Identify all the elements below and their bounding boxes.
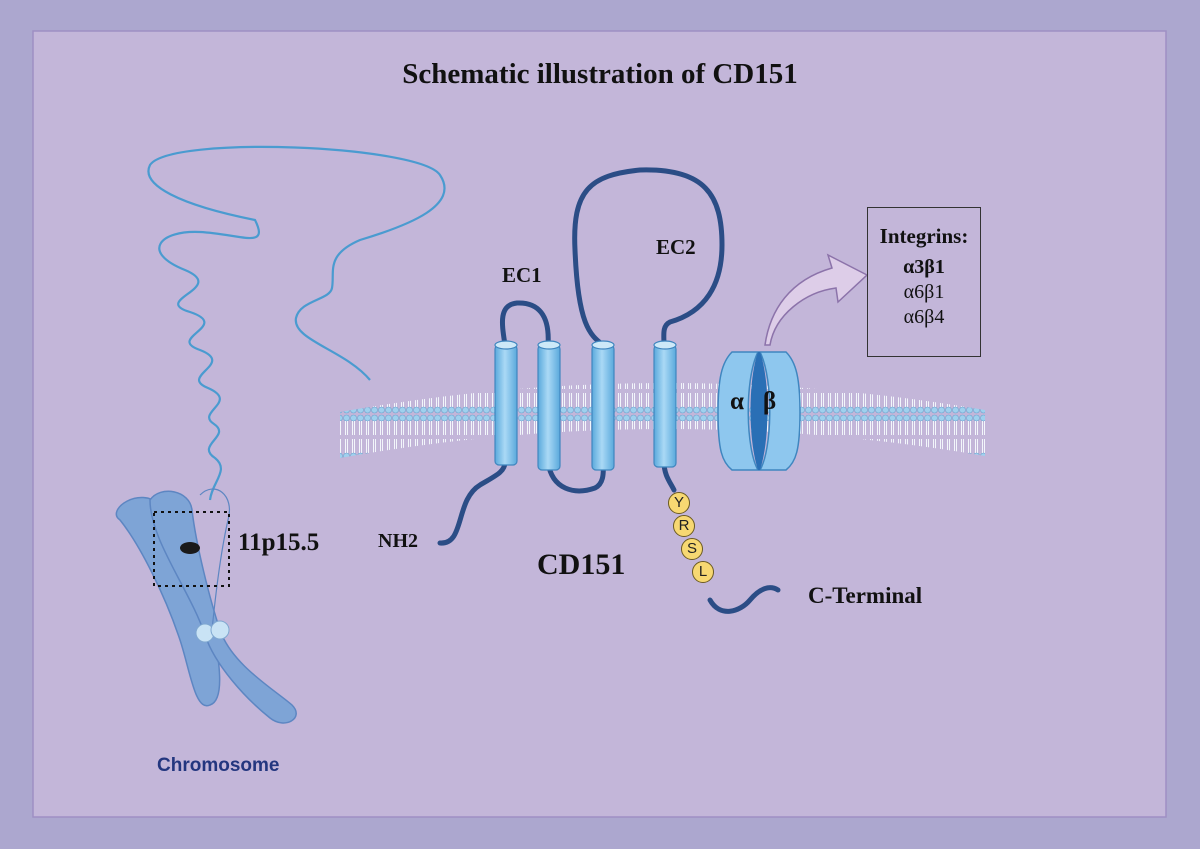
integrins-box: Integrins: α3β1 α6β1 α6β4 [867,207,981,357]
integrin-a6b1: α6β1 [903,281,945,303]
motif-residue-s: S [681,538,703,560]
integrin-a3b1: α3β1 [903,256,945,278]
integrin-a6b4: α6β4 [903,306,945,328]
dna-strand [147,145,446,501]
integrin-dimer [717,351,801,471]
diagram-title: Schematic illustration of CD151 [402,58,798,90]
motif-residue-y: Y [668,492,690,514]
c-terminal-tail [707,585,781,614]
motif-residue-l: L [692,561,714,583]
protein-name-label: CD151 [537,548,626,581]
c-terminus-label: C-Terminal [808,583,923,608]
transmembrane-helices [494,340,677,471]
beta-subunit-label: β [763,388,777,415]
motif-residue-r: R [673,515,695,537]
n-terminus-label: NH2 [378,530,418,552]
ec2-label: EC2 [656,235,696,259]
ec1-label: EC1 [502,263,542,287]
alpha-subunit-label: α [730,388,744,415]
integrins-heading: Integrins: [879,224,969,248]
cd151-backbone [437,167,725,546]
chromosome-shape [115,488,297,724]
gene-locus-label: 11p15.5 [238,529,320,556]
chromosome-label: Chromosome [157,755,280,776]
